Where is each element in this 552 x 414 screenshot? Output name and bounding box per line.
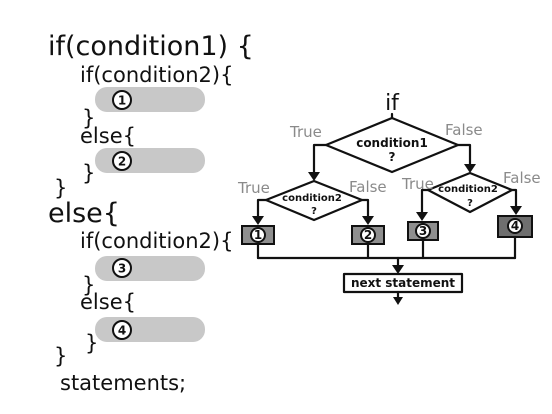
block-box-4-marker: [507, 218, 523, 234]
condition2-right-question: ?: [467, 198, 473, 209]
flowchart: if condition1 ? True False condition2 ? …: [237, 91, 541, 305]
code-line-else-c: else{: [80, 290, 136, 314]
connector-to-box2: [360, 198, 370, 224]
block-box-1-marker: [250, 227, 266, 243]
arrow-to-box3: [416, 212, 428, 221]
code-highlight-bar-3: [95, 256, 205, 281]
false-label-top: False: [445, 121, 483, 139]
connector-true-top: [312, 143, 328, 180]
flowchart-title: if: [385, 91, 400, 116]
code-listing: if(condition1) { if(condition2){ 1 } els…: [48, 31, 254, 395]
connector-to-box3: [420, 188, 430, 220]
arrow-false-top: [464, 164, 476, 173]
code-line-if-condition1: if(condition1) {: [48, 31, 254, 62]
condition1-diamond: [324, 116, 460, 174]
code-close-brace-1: }: [82, 106, 95, 130]
block-box-2-marker: [360, 227, 376, 243]
connector-to-box1: [256, 198, 268, 224]
block-box-4-number: 4: [511, 219, 519, 233]
arrow-to-box2: [362, 216, 374, 225]
block-2-number: 2: [118, 155, 126, 169]
connector-false-top: [456, 143, 472, 172]
block-2-marker: [112, 151, 132, 171]
true-label-left: True: [237, 179, 270, 197]
next-statement-label: next statement: [351, 276, 455, 290]
block-3-number: 3: [118, 262, 126, 276]
arrow-to-next-statement: [392, 265, 404, 274]
arrow-to-box1: [252, 216, 264, 225]
false-label-right: False: [503, 169, 541, 187]
true-label-top: True: [289, 123, 322, 141]
condition2-right-diamond: [426, 171, 514, 214]
code-line-if-condition2-a: if(condition2){: [80, 63, 233, 87]
condition2-left-question: ?: [311, 206, 317, 217]
code-close-brace-6: }: [54, 344, 67, 368]
block-box-3-marker: [415, 223, 431, 239]
true-label-right: True: [401, 175, 434, 193]
block-4-marker: [112, 320, 132, 340]
code-line-else-b: else{: [48, 198, 120, 229]
next-statement-box: [342, 272, 464, 294]
code-line-else-a: else{: [80, 124, 136, 148]
code-close-brace-5: }: [85, 331, 98, 355]
code-close-brace-4: }: [82, 273, 95, 297]
code-close-brace-3: }: [54, 176, 67, 200]
condition2-right-label: condition2: [438, 184, 498, 195]
code-close-brace-2: }: [82, 161, 95, 185]
block-1-marker: [112, 90, 132, 110]
condition2-left-diamond: [264, 179, 364, 222]
arrow-to-box4: [510, 206, 522, 215]
arrow-true-top: [308, 172, 320, 181]
code-highlight-bar-1: [95, 87, 205, 112]
arrow-next-tail: [393, 297, 403, 305]
condition1-label: condition1: [356, 136, 428, 150]
false-label-left: False: [349, 178, 387, 196]
code-line-if-condition2-b: if(condition2){: [80, 229, 233, 253]
code-highlight-bar-4: [95, 317, 205, 342]
block-3-marker: [112, 258, 132, 278]
code-line-statements: statements;: [60, 371, 186, 395]
condition2-left-label: condition2: [282, 193, 342, 204]
block-box-3-number: 3: [419, 224, 427, 238]
block-box-2-number: 2: [364, 228, 372, 242]
block-1-number: 1: [118, 94, 126, 108]
code-highlight-bar-2: [95, 148, 205, 173]
block-4-number: 4: [118, 324, 126, 338]
condition1-question: ?: [389, 150, 396, 164]
connector-to-box4: [510, 188, 518, 214]
block-box-1-number: 1: [254, 228, 262, 242]
